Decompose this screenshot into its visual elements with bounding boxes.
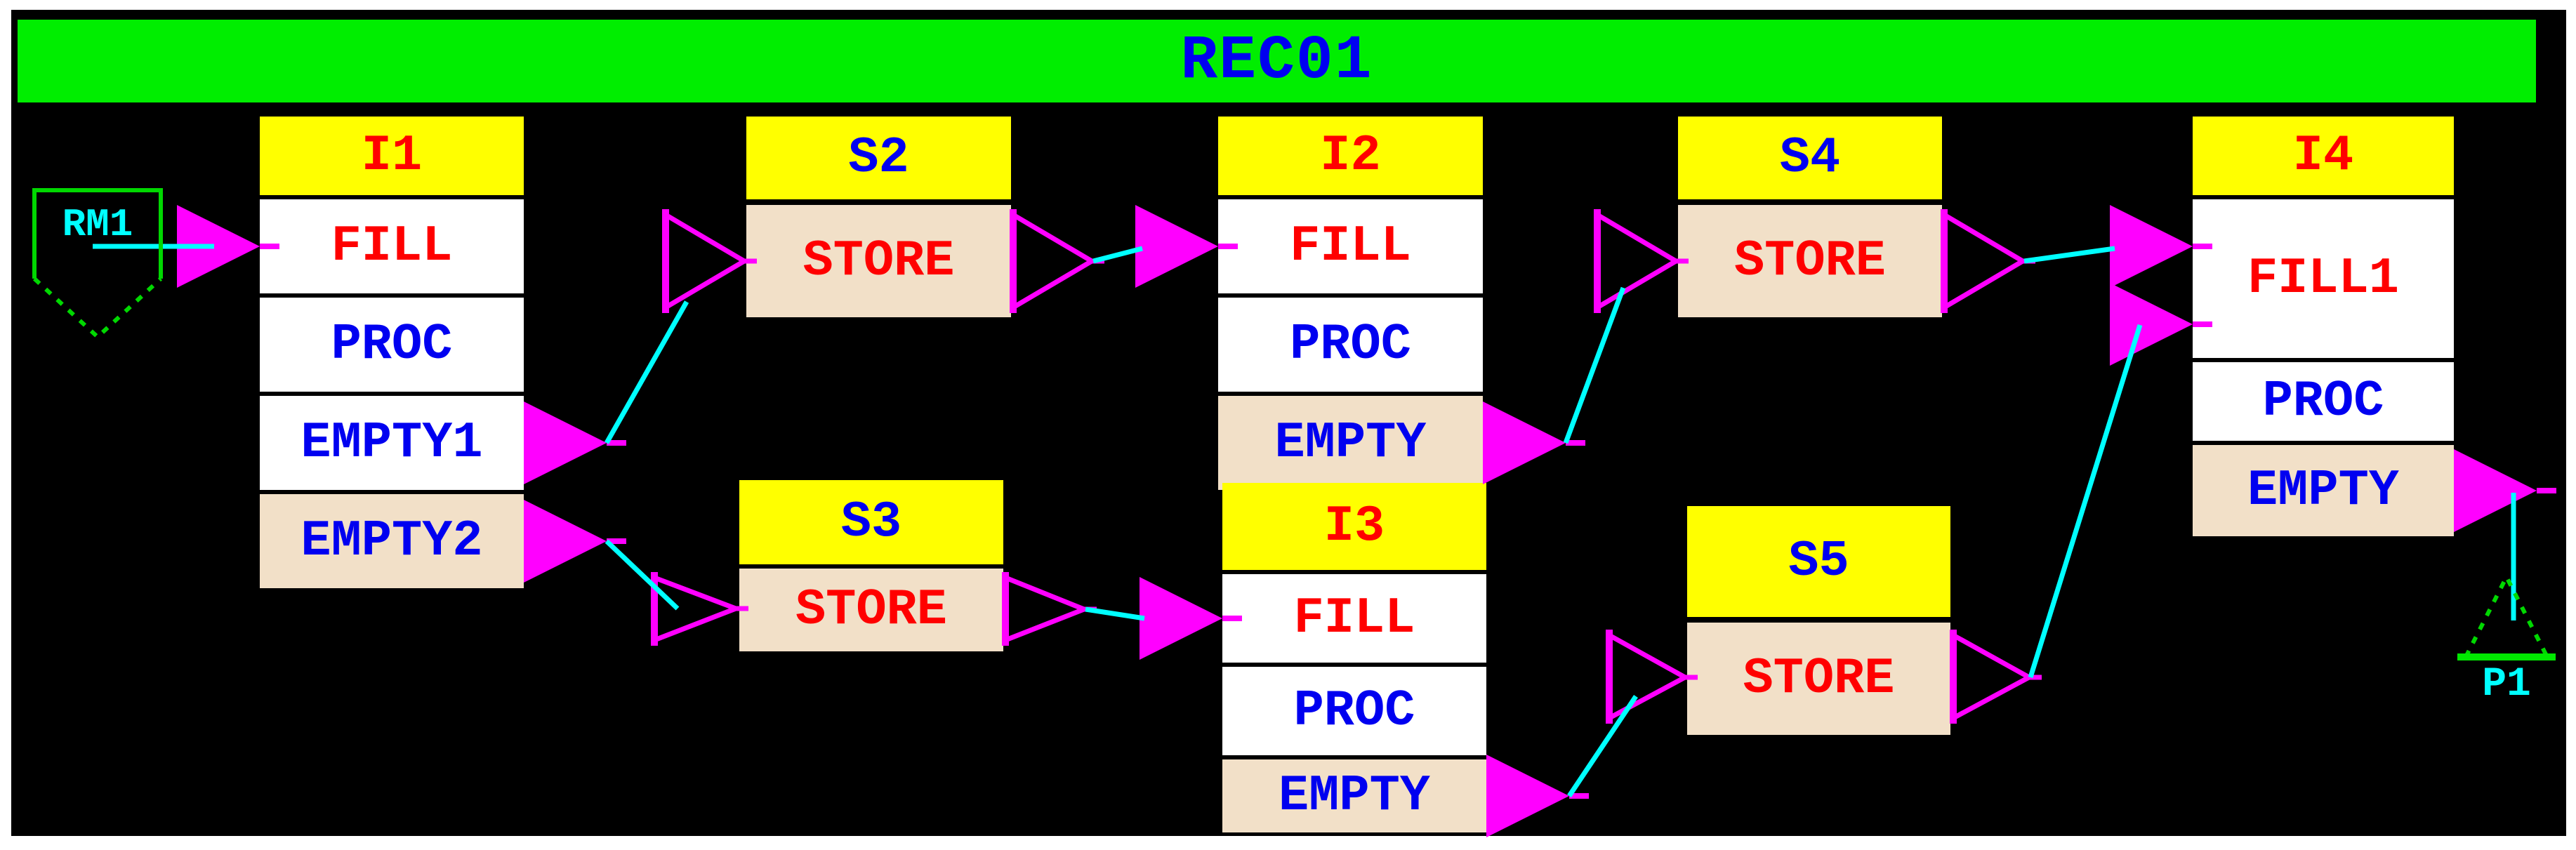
cell-I1-EMPTY1[interactable]: EMPTY1 xyxy=(260,396,524,490)
cell-I4-PROC[interactable]: PROC xyxy=(2193,362,2454,441)
cell-I3-EMPTY[interactable]: EMPTY xyxy=(1222,759,1486,832)
banner-label: REC01 xyxy=(1180,26,1373,96)
block-title-I3[interactable]: I3 xyxy=(1222,483,1486,570)
cell-I2-PROC[interactable]: PROC xyxy=(1218,298,1483,392)
cell-I2-FILL[interactable]: FILL xyxy=(1218,199,1483,293)
cell-S5-STORE[interactable]: STORE xyxy=(1687,623,1950,735)
block-title-I1[interactable]: I1 xyxy=(260,117,524,195)
cell-I2-EMPTY[interactable]: EMPTY xyxy=(1218,396,1483,490)
title-banner[interactable]: REC01 xyxy=(18,20,2536,102)
cell-S2-STORE[interactable]: STORE xyxy=(746,205,1011,317)
cell-I3-FILL[interactable]: FILL xyxy=(1222,574,1486,663)
rm1-text: RM1 xyxy=(62,202,133,247)
cell-S3-STORE[interactable]: STORE xyxy=(739,569,1003,651)
cell-I1-FILL[interactable]: FILL xyxy=(260,199,524,293)
cell-S4-STORE[interactable]: STORE xyxy=(1678,205,1942,317)
source-node-label[interactable]: RM1 xyxy=(43,200,152,249)
block-title-S3[interactable]: S3 xyxy=(739,480,1003,564)
sink-node-label[interactable]: P1 xyxy=(2459,661,2554,708)
cell-I4-FILL1[interactable]: FILL1 xyxy=(2193,199,2454,358)
block-title-S5[interactable]: S5 xyxy=(1687,506,1950,617)
block-title-I2[interactable]: I2 xyxy=(1218,117,1483,195)
block-title-S4[interactable]: S4 xyxy=(1678,117,1942,199)
block-title-I4[interactable]: I4 xyxy=(2193,117,2454,195)
cell-I3-PROC[interactable]: PROC xyxy=(1222,667,1486,755)
block-title-S2[interactable]: S2 xyxy=(746,117,1011,199)
cell-I4-EMPTY[interactable]: EMPTY xyxy=(2193,445,2454,536)
cell-I1-PROC[interactable]: PROC xyxy=(260,298,524,392)
cell-I1-EMPTY2[interactable]: EMPTY2 xyxy=(260,494,524,588)
p1-text: P1 xyxy=(2482,661,2531,708)
